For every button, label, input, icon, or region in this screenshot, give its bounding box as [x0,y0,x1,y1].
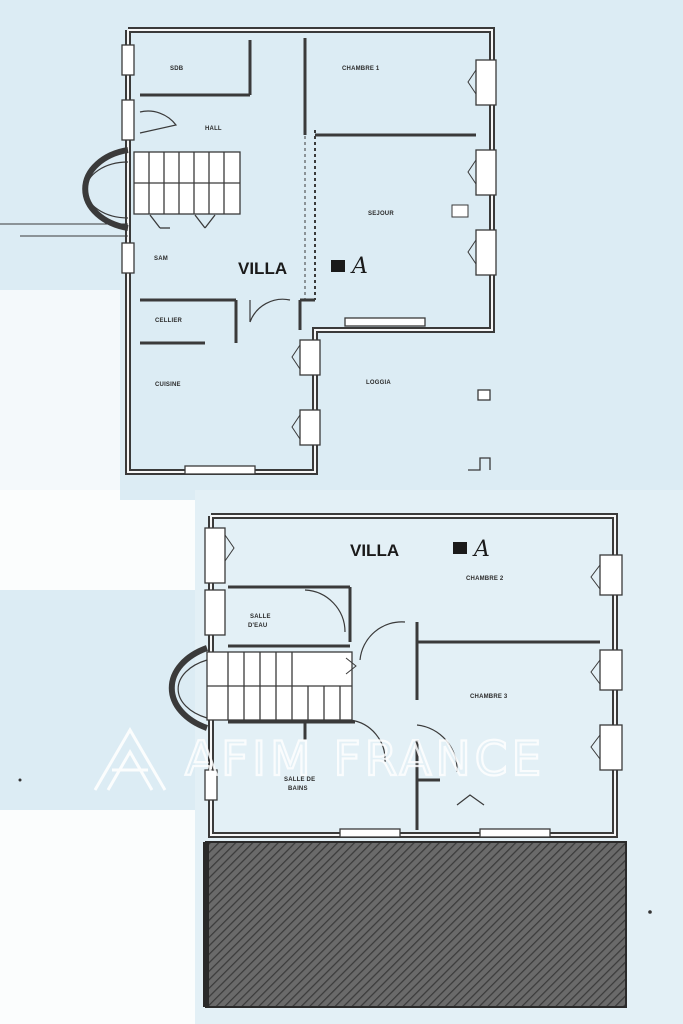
scan-speck [18,778,22,782]
upper-stair [168,645,357,731]
scan-speck [648,910,652,914]
watermark-text: AFIM FRANCE [185,732,545,787]
plan-title-upper: VILLA [350,541,399,560]
interior-walls-upper [228,585,600,830]
ground-floor-labels: SDB CHAMBRE 1 HALL SEJOUR SAM CELLIER CU… [154,66,394,388]
room-label-hall: HALL [205,126,222,132]
room-label-chambre3: CHAMBRE 3 [470,694,508,700]
plan-unit-letter: A [350,254,368,279]
room-label-sejour: SEJOUR [368,211,394,217]
ground-windows [121,44,497,475]
room-label-sam: SAM [154,256,168,262]
room-label-salle-bains-1: SALLE DE [284,777,315,783]
ground-stair [0,147,241,237]
room-label-salle-eau-1: SALLE [250,614,271,620]
door-swings [139,110,291,323]
plan-title: VILLA [238,259,287,278]
room-label-loggia: LOGGIA [366,380,391,386]
watermark: AFIM FRANCE [93,727,545,791]
upper-windows [204,527,623,838]
room-label-chambre2: CHAMBRE 2 [466,576,504,582]
unit-mark-upper [453,542,467,554]
room-label-sdb: SDB [170,66,184,72]
first-floor-plan [168,513,627,1008]
interior-walls [140,38,476,345]
first-floor-labels: VILLA A CHAMBRE 2 SALLE D'EAU CHAMBRE 3 … [248,537,508,792]
unit-mark [331,260,345,272]
room-label-cellier: CELLIER [155,318,183,324]
plan-unit-letter-upper: A [472,537,490,562]
ground-floor-plan [0,27,497,475]
terrace-hatch [205,841,627,1008]
room-label-cuisine: CUISINE [155,382,181,388]
room-label-salle-eau-2: D'EAU [248,623,267,629]
room-label-salle-bains-2: BAINS [288,786,308,792]
afim-logo-icon [93,727,167,791]
room-label-chambre1: CHAMBRE 1 [342,66,380,72]
door-swings-upper [304,589,485,806]
